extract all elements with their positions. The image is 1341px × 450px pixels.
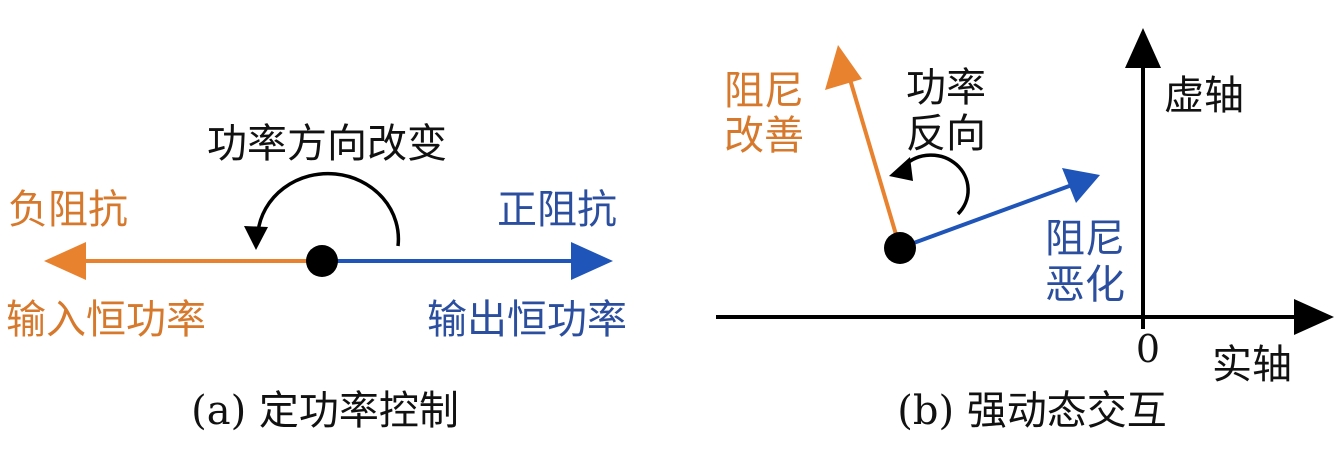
panel-a: 功率方向改变 负阻抗 正阻抗 输入恒功率 输出恒功率 (a) 定功率控制 <box>6 121 627 434</box>
real-axis-label: 实轴 <box>1212 342 1292 388</box>
negative-impedance-label: 负阻抗 <box>8 187 128 233</box>
damping-improved-vector <box>847 75 902 249</box>
input-constant-power-label: 输入恒功率 <box>6 297 206 343</box>
damping-worsened-arrowhead <box>1062 168 1100 203</box>
imaginary-axis-arrowhead <box>1125 28 1161 68</box>
negative-direction-arrowhead <box>44 242 86 280</box>
damping-worsened-vector <box>899 183 1073 250</box>
real-axis-arrowhead <box>1294 299 1334 335</box>
output-constant-power-label: 输出恒功率 <box>427 297 627 343</box>
positive-direction-arrowhead <box>571 242 613 280</box>
positive-impedance-label: 正阻抗 <box>497 187 617 233</box>
power-reverse-arrowhead <box>889 157 913 181</box>
rotation-arrowhead <box>244 226 268 250</box>
panel-b-caption: (b) 强动态交互 <box>897 388 1167 434</box>
power-reverse-label-line1: 功率 <box>906 65 986 111</box>
origin-label: 0 <box>1136 327 1160 371</box>
panel-b: 阻尼 改善 功率 反向 阻尼 恶化 虚轴 实轴 0 (b) 强动态交互 <box>716 28 1334 434</box>
damping-improved-label-line1: 阻尼 <box>724 68 804 114</box>
damping-worsened-label-line1: 阻尼 <box>1045 216 1125 262</box>
damping-improved-label-line2: 改善 <box>724 113 804 159</box>
power-reverse-arc <box>902 153 970 216</box>
panel-a-caption: (a) 定功率控制 <box>191 388 459 434</box>
origin-dot <box>306 245 338 277</box>
damping-worsened-label-line2: 恶化 <box>1045 262 1125 308</box>
rotation-arc <box>256 171 401 247</box>
rotation-label: 功率方向改变 <box>207 121 447 167</box>
power-reverse-label-line2: 反向 <box>906 111 986 157</box>
damping-improved-arrowhead <box>825 45 862 90</box>
imaginary-axis-label: 虚轴 <box>1164 73 1244 119</box>
vector-origin-dot <box>884 232 916 264</box>
